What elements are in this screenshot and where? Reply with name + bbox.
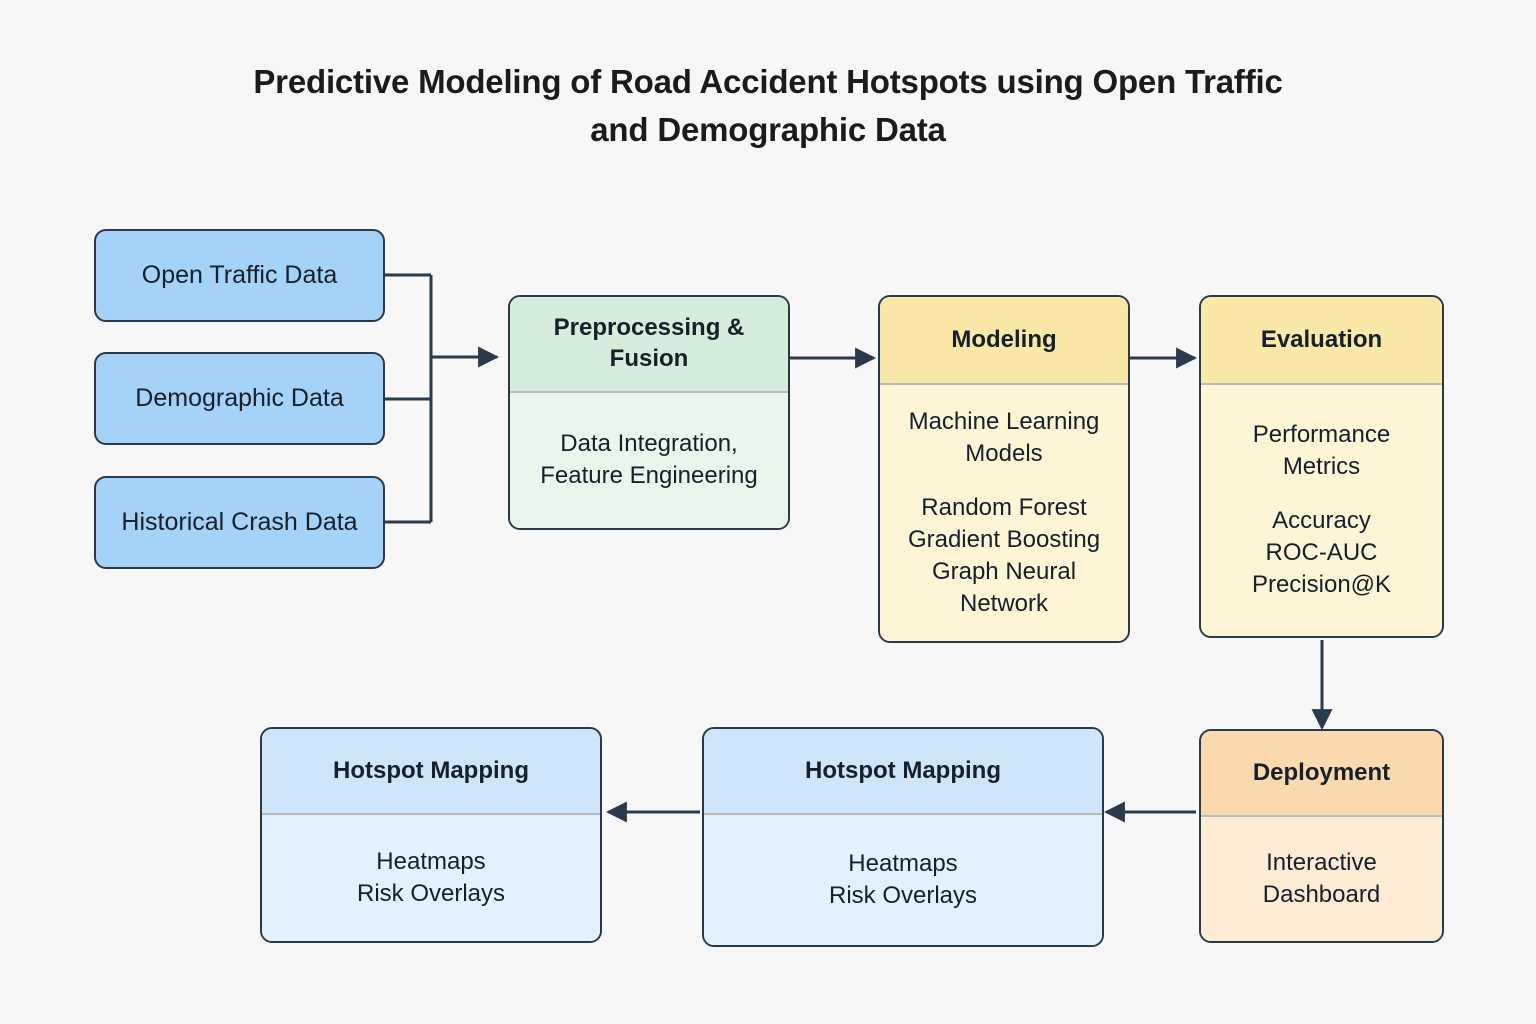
node-modeling-divider bbox=[880, 383, 1128, 385]
node-hotspot-left-body-line-1: Heatmaps bbox=[376, 847, 486, 875]
node-modeling-group2-line-4: Network bbox=[959, 589, 1049, 617]
node-hotspot-mapping-center[interactable]: Hotspot Mapping Heatmaps Risk Overlays bbox=[702, 727, 1104, 947]
node-hotspot-mapping-left[interactable]: Hotspot Mapping Heatmaps Risk Overlays bbox=[260, 727, 602, 943]
node-evaluation[interactable]: Evaluation Performance Metrics Accuracy … bbox=[1199, 295, 1444, 638]
node-preprocessing-title-line-2: Fusion bbox=[609, 345, 689, 372]
node-deployment-body-line-2: Dashboard bbox=[1262, 880, 1381, 908]
node-deployment-divider bbox=[1201, 815, 1442, 817]
node-deployment-body: Interactive Dashboard bbox=[1201, 816, 1442, 941]
node-evaluation-header: Evaluation bbox=[1201, 297, 1442, 383]
node-preprocessing-header: Preprocessing & Fusion bbox=[510, 297, 788, 391]
node-demographic-data-label: Demographic Data bbox=[135, 384, 344, 412]
node-modeling[interactable]: Modeling Machine Learning Models Random … bbox=[878, 295, 1130, 643]
node-hotspot-center-divider bbox=[704, 813, 1102, 815]
node-evaluation-group1-line-1: Performance bbox=[1252, 421, 1391, 449]
node-modeling-body: Machine Learning Models Random Forest Gr… bbox=[880, 384, 1128, 641]
node-preprocessing-body-line-2: Feature Engineering bbox=[540, 462, 758, 490]
node-modeling-title: Modeling bbox=[951, 325, 1057, 353]
node-demographic-data[interactable]: Demographic Data bbox=[94, 352, 385, 445]
node-preprocessing-title-line-1: Preprocessing & bbox=[553, 314, 745, 342]
node-hotspot-center-header: Hotspot Mapping bbox=[704, 729, 1102, 813]
node-evaluation-group1-line-2: Metrics bbox=[1282, 453, 1361, 481]
node-hotspot-left-header: Hotspot Mapping bbox=[262, 729, 600, 813]
node-hotspot-center-body-line-1: Heatmaps bbox=[848, 849, 958, 877]
node-open-traffic-data[interactable]: Open Traffic Data bbox=[94, 229, 385, 322]
node-evaluation-group2-line-3: Precision@K bbox=[1251, 571, 1392, 599]
node-modeling-group2-line-1: Random Forest bbox=[921, 493, 1087, 521]
node-modeling-header: Modeling bbox=[880, 297, 1128, 383]
node-evaluation-body: Performance Metrics Accuracy ROC-AUC Pre… bbox=[1201, 384, 1442, 636]
node-hotspot-left-title: Hotspot Mapping bbox=[333, 756, 529, 784]
page-title: Predictive Modeling of Road Accident Hot… bbox=[168, 58, 1368, 154]
node-modeling-group2-line-2: Gradient Boosting bbox=[907, 525, 1101, 553]
node-preprocessing-fusion[interactable]: Preprocessing & Fusion Data Integration,… bbox=[508, 295, 790, 530]
node-historical-crash-data[interactable]: Historical Crash Data bbox=[94, 476, 385, 569]
node-hotspot-left-divider bbox=[262, 813, 600, 815]
node-evaluation-divider bbox=[1201, 383, 1442, 385]
node-evaluation-title: Evaluation bbox=[1260, 325, 1383, 353]
node-deployment-header: Deployment bbox=[1201, 731, 1442, 815]
node-hotspot-center-title: Hotspot Mapping bbox=[805, 756, 1001, 784]
node-deployment-title: Deployment bbox=[1252, 758, 1391, 786]
node-evaluation-group2-line-2: ROC-AUC bbox=[1265, 539, 1378, 567]
node-preprocessing-body: Data Integration, Feature Engineering bbox=[510, 392, 788, 528]
node-preprocessing-body-line-1: Data Integration, bbox=[560, 430, 738, 458]
node-hotspot-center-body-line-2: Risk Overlays bbox=[828, 881, 978, 909]
node-modeling-group2-line-3: Graph Neural bbox=[931, 557, 1077, 585]
node-modeling-group1-line-1: Machine Learning bbox=[908, 408, 1100, 436]
node-deployment[interactable]: Deployment Interactive Dashboard bbox=[1199, 729, 1444, 943]
node-open-traffic-data-label: Open Traffic Data bbox=[141, 261, 338, 289]
node-hotspot-left-body: Heatmaps Risk Overlays bbox=[262, 814, 600, 941]
node-modeling-group1-line-2: Models bbox=[965, 439, 1043, 467]
node-evaluation-group2-line-1: Accuracy bbox=[1272, 507, 1371, 535]
node-hotspot-center-body: Heatmaps Risk Overlays bbox=[704, 814, 1102, 945]
node-hotspot-left-body-line-2: Risk Overlays bbox=[356, 879, 506, 907]
node-deployment-body-line-1: Interactive bbox=[1266, 848, 1377, 876]
node-historical-crash-data-label: Historical Crash Data bbox=[121, 508, 358, 536]
node-preprocessing-divider bbox=[510, 391, 788, 393]
inputs-bus-connector bbox=[385, 273, 500, 524]
title-line-2: and Demographic Data bbox=[590, 110, 946, 148]
title-line-1: Predictive Modeling of Road Accident Hot… bbox=[253, 63, 1283, 100]
